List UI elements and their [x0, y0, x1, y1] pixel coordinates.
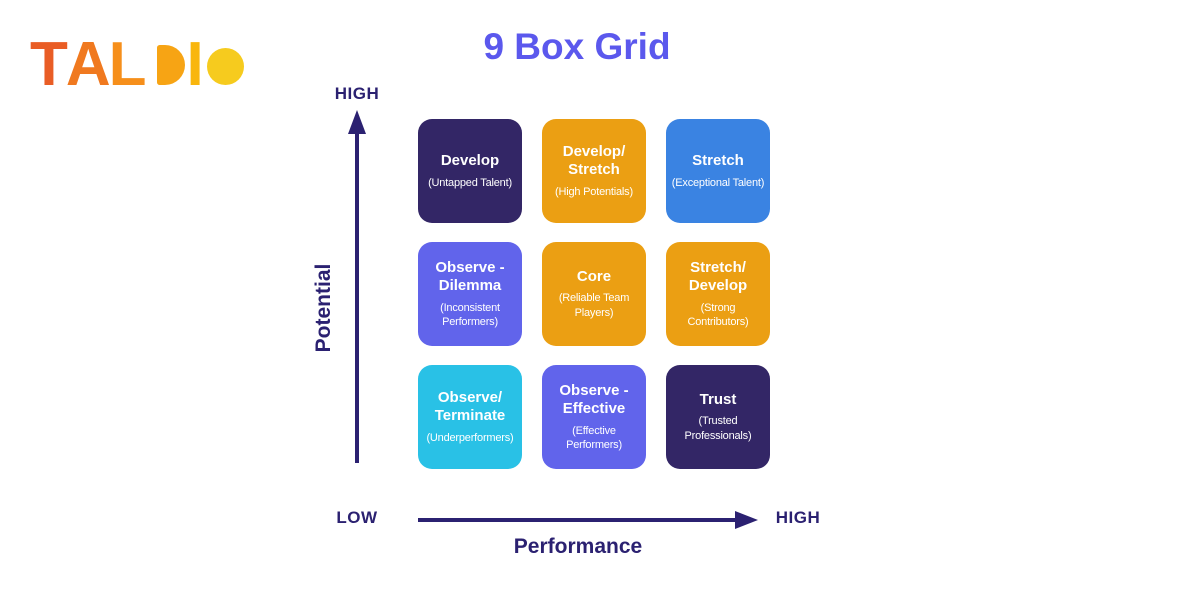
cell-subtitle: (Untapped Talent) — [428, 176, 512, 189]
grid-cell-stretch: Stretch (Exceptional Talent) — [666, 119, 770, 223]
y-axis-high-label: HIGH — [334, 84, 380, 103]
nine-box-grid: Develop (Untapped Talent) Develop/ Stretch… — [418, 119, 770, 469]
cell-subtitle: (Trusted Professionals) — [684, 415, 752, 442]
cell-title: Stretch — [692, 152, 744, 170]
grid-cell-observe-effective: Observe - Effective (Effective Performers… — [542, 365, 646, 469]
cell-subtitle: (Effective Performers) — [566, 424, 622, 451]
cell-title: Observe - Effective — [559, 381, 629, 418]
cell-title: Observe - Dilemma — [435, 258, 505, 295]
cell-title: Core — [576, 268, 612, 286]
logo-letter-A: A — [65, 30, 111, 99]
grid-cell-develop-stretch: Develop/ Stretch (High Potentials) — [542, 119, 646, 223]
cell-title: Observe/ Terminate — [434, 389, 506, 425]
cell-title: Stretch/ Develop — [688, 258, 748, 295]
x-axis-arrowhead-icon — [735, 511, 758, 529]
grid-cell-stretch-develop: Stretch/ Develop (Strong Contributors) — [666, 242, 770, 346]
grid-cell-trust: Trust (Trusted Professionals) — [666, 365, 770, 469]
cell-title: Develop/ Stretch — [562, 143, 626, 179]
x-axis-low-label: LOW — [336, 508, 378, 527]
page-title: 9 Box Grid — [483, 26, 671, 67]
cell-subtitle: (Reliable Team Players) — [558, 292, 630, 319]
y-axis-arrowhead-icon — [348, 110, 366, 134]
logo-letter-T: T — [30, 30, 68, 99]
cell-subtitle: (Exceptional Talent) — [671, 176, 765, 189]
cell-title: Trust — [699, 391, 737, 409]
y-axis-title: Potential — [312, 263, 335, 353]
cell-title: Develop — [440, 152, 500, 170]
cell-subtitle: (Inconsistent Performers) — [440, 301, 500, 328]
cell-subtitle: (High Potentials) — [555, 185, 633, 198]
grid-cell-develop: Develop (Untapped Talent) — [418, 119, 522, 223]
grid-cell-core: Core (Reliable Team Players) — [542, 242, 646, 346]
grid-cell-observe-terminate: Observe/ Terminate (Underperformers) — [418, 365, 522, 469]
x-axis-title: Performance — [513, 535, 643, 558]
logo-letter-D-halfdisc-icon — [156, 45, 185, 85]
logo-letter-L: L — [108, 30, 147, 99]
cell-subtitle: (Strong Contributors) — [687, 301, 749, 328]
grid-cell-observe-dilemma: Observe - Dilemma (Inconsistent Performer… — [418, 242, 522, 346]
x-axis-high-label: HIGH — [775, 508, 821, 527]
logo-letter-O-circle-icon — [206, 48, 244, 85]
cell-subtitle: (Underperformers) — [426, 431, 514, 444]
logo-letter-I: I — [186, 30, 204, 99]
